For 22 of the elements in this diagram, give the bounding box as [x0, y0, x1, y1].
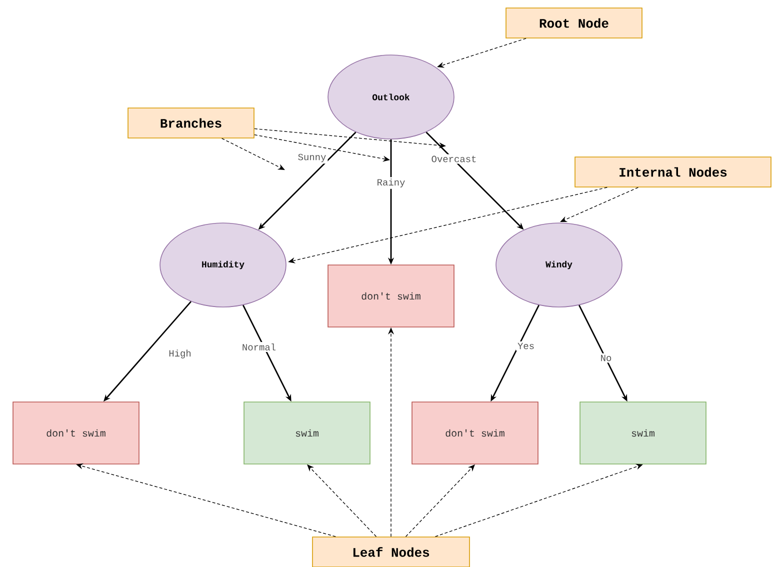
leader-line: [434, 464, 643, 537]
edge-label: Overcast: [430, 154, 478, 164]
leaf-box: don't swim: [12, 402, 140, 464]
edge-label: Normal: [240, 342, 278, 352]
leaf-box: swim: [244, 402, 370, 464]
edge-label: High: [167, 348, 193, 360]
decision-node: Windy: [496, 222, 622, 308]
leaf-box: swim: [580, 402, 706, 464]
leaf-box: don't swim: [412, 402, 538, 464]
leader-line: [221, 138, 285, 170]
callout-label: Root Node: [506, 8, 642, 38]
callout-label: Leaf Nodes: [312, 536, 470, 567]
edge-label: Sunny: [296, 152, 328, 164]
callout-label: Internal Nodes: [574, 156, 772, 188]
edge-label: No: [598, 353, 614, 363]
edge-label: Yes: [516, 341, 536, 351]
leader-line: [560, 187, 639, 222]
callout-label: Branches: [128, 108, 254, 138]
leaf-box: don't swim: [328, 264, 454, 328]
edge-label: Rainy: [375, 177, 407, 189]
decision-node: Humidity: [160, 222, 286, 308]
decision-node: Outlook: [328, 54, 454, 140]
